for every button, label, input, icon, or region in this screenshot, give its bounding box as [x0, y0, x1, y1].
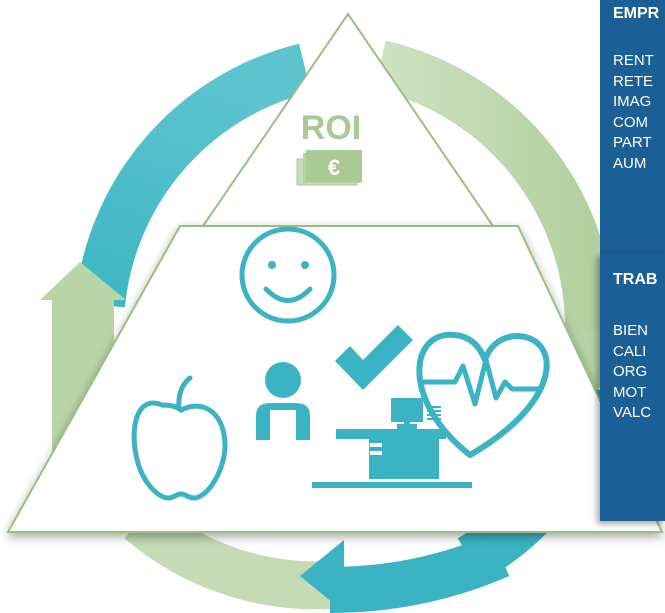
list-item: AUM	[613, 154, 647, 172]
apple-icon	[131, 375, 228, 501]
ring-arc-bottom	[124, 501, 332, 610]
wellbeing-trapezoid	[6, 225, 664, 533]
panel-trabajador-title: TRAB	[613, 271, 658, 288]
list-item: IMAG	[613, 93, 652, 110]
ring-arrowhead-bottom	[300, 540, 344, 612]
list-item: COM	[613, 113, 648, 131]
list-item: RETE	[613, 72, 654, 90]
list-item: MOT	[613, 383, 647, 401]
person-icon	[256, 362, 310, 440]
smile-icon	[239, 226, 337, 324]
panel-trabajador-list: BIEN CALI ORG MOT VALC	[613, 321, 651, 424]
ring-arc-left	[75, 43, 312, 308]
list-item: BIEN	[613, 322, 649, 339]
panel-empresa-title: EMPR	[613, 5, 660, 22]
euro-symbol: €	[328, 155, 340, 180]
panel-trabajador: TRAB BIEN CALI ORG MOT VALC	[600, 253, 665, 521]
heart-pulse-icon	[416, 331, 550, 458]
list-item: VALC	[613, 404, 652, 421]
ring-arc-top-right	[374, 40, 616, 336]
list-item: RENT	[613, 52, 654, 69]
check-icon	[335, 325, 413, 390]
list-item: ORG	[613, 363, 648, 380]
desk-icon	[312, 398, 472, 488]
list-item: PART	[613, 134, 652, 151]
panel-empresa: EMPR RENT RETE IMAG COM PART AUM	[600, 0, 665, 262]
ring-arc-bottom-teal	[329, 533, 510, 613]
roi-label: ROI	[301, 109, 361, 147]
list-item: CALI	[613, 342, 647, 360]
money-icon: €	[296, 150, 362, 186]
panel-empresa-list: RENT RETE IMAG COM PART AUM	[613, 51, 654, 174]
